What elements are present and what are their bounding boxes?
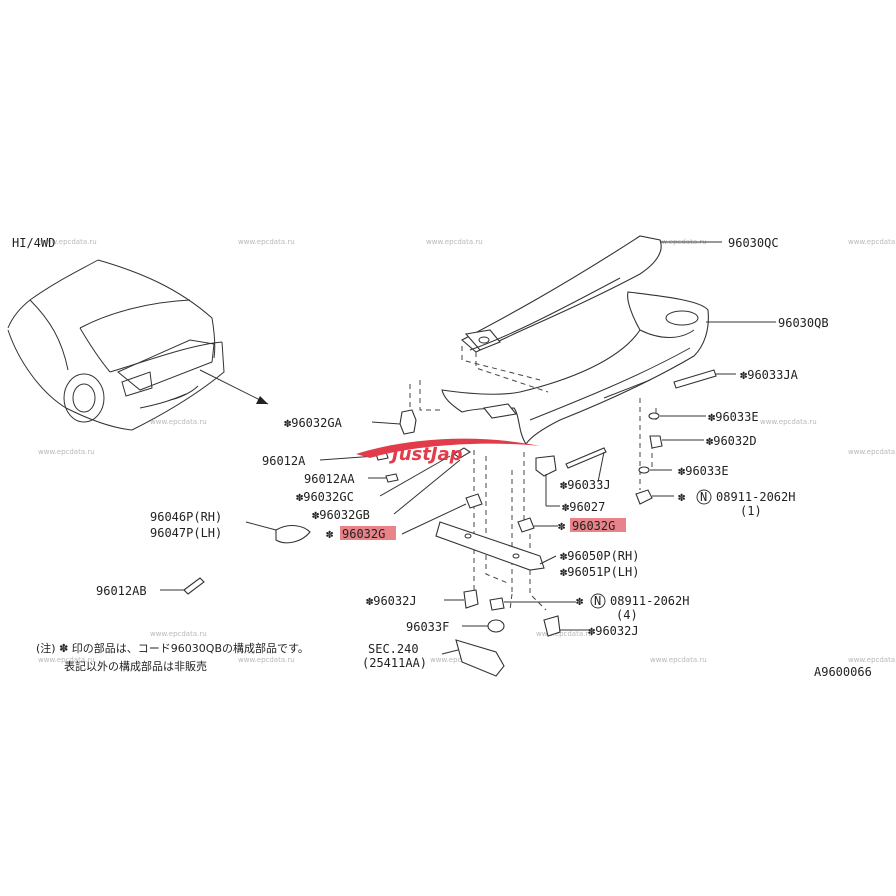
watermark: www.epcdata.ru <box>150 418 207 426</box>
part-label-highlighted: 96032G <box>342 527 385 541</box>
part-label: ✽96027 <box>562 500 605 514</box>
watermark: www.epcdata.ru <box>848 448 896 456</box>
part-label: ✽96033E <box>708 410 759 424</box>
part-label: 96012AA <box>304 472 355 486</box>
watermark: www.epcdata.ru <box>40 238 97 246</box>
watermark: www.epcdata.ru <box>38 448 95 456</box>
car-illustration <box>7 259 225 431</box>
footnote-line-1: (注) ✽ 印の部品は、コード96030QBの構成部品です。 <box>36 641 309 655</box>
watermark: www.epcdata.ru <box>38 656 95 664</box>
part-label: 96033F <box>406 620 449 634</box>
part-label: ✽96033E <box>678 464 729 478</box>
part-label: ✽96033J <box>560 478 611 492</box>
part-label: ✽ <box>326 527 334 541</box>
highlight-96032g-right <box>570 518 626 532</box>
part-label: ✽96050P(RH) <box>560 549 639 563</box>
watermark: www.epcdata.ru <box>426 238 483 246</box>
spoiler-upper <box>461 235 662 353</box>
part-label-highlighted: 96032G <box>572 519 615 533</box>
part-label: 08911-2062H <box>610 594 689 608</box>
justjap-logo: JustJap <box>356 438 540 465</box>
watermark: www.epcdata.ru <box>650 656 707 664</box>
part-label: ✽96032D <box>706 434 757 448</box>
footnote-line-2: 表記以外の構成部品は非販売 <box>64 659 207 673</box>
part-label: 96012AB <box>96 584 147 598</box>
watermark: www.epcdata.ru <box>430 656 487 664</box>
pointer-arrow <box>199 369 269 405</box>
part-label: ✽96032GA <box>284 416 343 430</box>
watermark: www.epcdata.ru <box>848 656 896 664</box>
watermark: www.epcdata.ru <box>150 630 207 638</box>
part-qty: (1) <box>740 504 762 518</box>
part-labels: 96030QC 96030QB ✽96033JA ✽96033E ✽96032D… <box>96 236 829 670</box>
part-label: 96046P(RH) <box>150 510 222 524</box>
part-label: ✽96051P(LH) <box>560 565 639 579</box>
watermark: www.epcdata.ru <box>536 630 593 638</box>
n-symbol: N <box>594 594 601 608</box>
n-callout <box>696 489 712 505</box>
part-label: ✽96032J <box>588 624 639 638</box>
variant-label: HI/4WD <box>12 236 55 250</box>
watermark: www.epcdata.ru <box>760 418 817 426</box>
watermark: www.epcdata.ru <box>238 656 295 664</box>
part-label: 08911-2062H <box>716 490 795 504</box>
part-label: ✽96032J <box>366 594 417 608</box>
part-label: ✽ <box>558 519 566 533</box>
section-ref: (25411AA) <box>362 656 427 670</box>
spoiler-lower <box>441 291 709 445</box>
logo-text: JustJap <box>389 444 463 465</box>
arrow-head <box>256 396 268 404</box>
diagram-code: A9600066 <box>814 665 872 679</box>
part-label: ✽96032GC <box>296 490 354 504</box>
part-label: 96047P(LH) <box>150 526 222 540</box>
part-qty: (4) <box>616 608 638 622</box>
n-callout <box>590 593 606 609</box>
part-label: 96012A <box>262 454 306 468</box>
logo-swoosh <box>356 438 540 458</box>
part-label: ✽96033JA <box>740 368 799 382</box>
small-parts <box>183 369 717 677</box>
part-label: ✽ <box>576 594 584 608</box>
watermark: www.epcdata.ru <box>238 238 295 246</box>
part-label: 96030QB <box>778 316 829 330</box>
leader-lines <box>160 241 776 655</box>
highlight-96032g-left <box>340 526 396 540</box>
watermark: www.epcdata.ru <box>848 238 896 246</box>
section-ref: SEC.240 <box>368 642 419 656</box>
part-label: ✽96032GB <box>312 508 370 522</box>
n-symbol: N <box>700 490 707 504</box>
part-label: ✽ <box>678 490 686 504</box>
part-label: 96030QC <box>728 236 779 250</box>
